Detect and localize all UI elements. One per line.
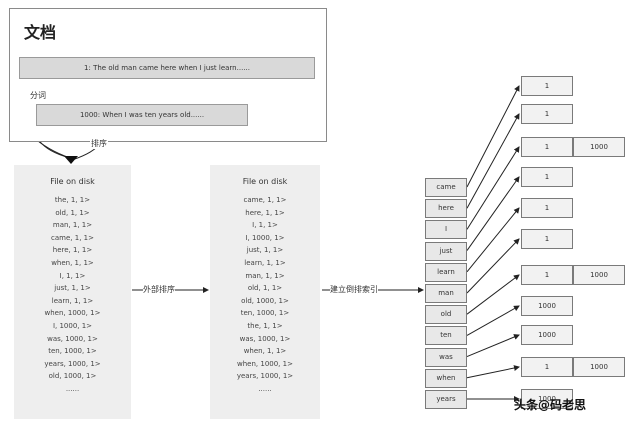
file1-entry: was, 1000, 1>: [47, 334, 98, 343]
term-link-arrow: [466, 207, 520, 273]
term-cell: old: [425, 305, 467, 325]
file2-entry: I, 1000, 1>: [245, 233, 285, 242]
file1-entry: the, 1, 1>: [54, 196, 91, 204]
file1-entry: old, 1000, 1>: [48, 372, 97, 381]
term-cell: years: [425, 390, 467, 409]
posting-cell: 1: [521, 265, 573, 285]
file2-entry: the, 1, 1>: [247, 322, 283, 330]
term-link-arrow: [466, 85, 520, 188]
document-line-2: 1000: When I was ten years old......: [36, 104, 248, 126]
document-line-1: 1: The old man came here when I just lea…: [19, 57, 315, 79]
file2-entry: I, 1, 1>: [252, 221, 278, 230]
posting-cell: 1: [521, 76, 573, 96]
posting-cell: 1000: [521, 389, 573, 409]
file1-entry: just, 1, 1>: [54, 284, 91, 293]
file2-title: File on disk: [242, 177, 288, 186]
file2-entry: when, 1000, 1>: [237, 359, 293, 368]
term-cell: man: [425, 284, 467, 303]
posting-cell: 1: [521, 357, 573, 377]
file1-entry: ......: [65, 385, 80, 393]
posting-cell: 1: [521, 167, 573, 187]
watermark: 头条@码老思: [514, 398, 587, 412]
posting-cell: 1: [521, 104, 573, 124]
file2-entry: ten, 1000, 1>: [240, 309, 290, 318]
term-link-arrow: [466, 176, 520, 251]
term-cell: here: [425, 199, 467, 219]
posting-cell: 1000: [573, 265, 625, 285]
file1-entry: years, 1000, 1>: [44, 359, 101, 368]
file2-entry: man, 1, 1>: [245, 271, 285, 280]
posting-cell: 1000: [521, 325, 573, 345]
file1-entry: came, 1, 1>: [51, 233, 94, 242]
file2-entry: was, 1000, 1>: [239, 334, 291, 343]
label-sort: 排序: [90, 138, 108, 149]
file2-entry: just, 1, 1>: [246, 246, 284, 255]
arrow-label-external-sort: 外部排序: [143, 284, 175, 295]
document-title: 文档: [24, 23, 57, 42]
term-link-arrow: [466, 146, 520, 230]
posting-cell: 1000: [521, 296, 573, 316]
posting-cell: 1000: [573, 137, 625, 157]
file1-entry: man, 1, 1>: [52, 221, 93, 230]
term-link-arrow: [466, 305, 520, 336]
file2-entry: old, 1, 1>: [247, 284, 283, 293]
term-cell: was: [425, 347, 467, 367]
term-link-arrow: [466, 113, 520, 209]
file1-title: File on disk: [50, 177, 95, 186]
term-cell: ten: [425, 326, 467, 346]
term-link-arrow: [466, 334, 520, 358]
term-link-arrow: [466, 274, 520, 315]
file2-entry: came, 1, 1>: [243, 196, 287, 204]
posting-cell: 1: [521, 137, 573, 157]
file2-entry: here, 1, 1>: [245, 208, 285, 217]
file-on-disk-sorted: File on disk came, 1, 1> here, 1, 1> I, 1,…: [210, 165, 320, 419]
term-posting-links: [466, 85, 520, 402]
term-cell: I: [425, 220, 467, 240]
term-cell: when: [425, 368, 467, 388]
file1-entry: here, 1, 1>: [52, 246, 93, 255]
file1-entry: I, 1, 1>: [59, 271, 86, 280]
term-cell: learn: [425, 262, 467, 282]
file1-entry: when, 1, 1>: [51, 259, 94, 267]
merge-arrowhead: [64, 156, 78, 164]
posting-cell: 1000: [573, 357, 625, 377]
arrow-label-build-index: 建立倒排索引: [330, 284, 378, 295]
file2-entry: when, 1, 1>: [243, 347, 287, 356]
term-link-arrow: [466, 365, 520, 379]
term-cell: just: [425, 241, 467, 261]
label-tokenize: 分词: [29, 90, 47, 101]
posting-cell: 1: [521, 229, 573, 249]
file2-entry: learn, 1, 1>: [244, 259, 286, 267]
file1-entry: I, 1000, 1>: [52, 322, 93, 330]
term-link-arrow: [466, 238, 520, 294]
file2-entry: old, 1000, 1>: [241, 296, 289, 305]
file2-entry: ......: [258, 385, 272, 393]
file1-entry: old, 1, 1>: [55, 208, 90, 217]
file1-entry: ten, 1000, 1>: [48, 347, 97, 356]
posting-cell: 1: [521, 198, 573, 218]
file-on-disk-unsorted: File on disk the, 1, 1> old, 1, 1> man, 1,…: [14, 165, 131, 419]
term-cell: came: [425, 178, 467, 197]
file1-entry: learn, 1, 1>: [51, 296, 94, 305]
file1-entry: when, 1000, 1>: [44, 309, 101, 318]
file2-entry: years, 1000, 1>: [236, 372, 294, 381]
